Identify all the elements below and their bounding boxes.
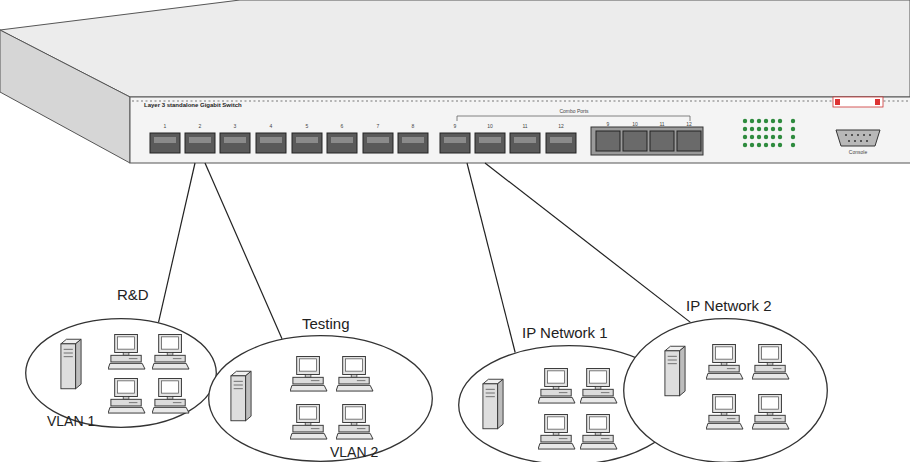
switch-top <box>0 0 910 97</box>
network-cable <box>467 163 515 353</box>
ellipse-shape <box>209 336 433 462</box>
port-number: 6 <box>341 124 344 129</box>
port-number: 11 <box>659 122 664 127</box>
switch-side <box>0 30 130 163</box>
combo-bracket <box>457 116 690 121</box>
network-cable <box>205 163 282 339</box>
testing-computers <box>231 356 373 439</box>
port-number: 9 <box>607 122 610 127</box>
network-cable <box>485 163 690 322</box>
sfp-ports <box>150 133 576 153</box>
ellipse-outline <box>208 335 433 462</box>
vent-slots <box>132 100 910 101</box>
switch-chassis: Layer 3 standalone Gigabit Switch <box>130 97 910 163</box>
port-number: 9 <box>454 124 457 129</box>
port-label: Console <box>849 150 867 155</box>
port-number: 10 <box>632 122 638 127</box>
switch-front <box>130 97 910 163</box>
port-number: 10 <box>487 124 493 129</box>
port-number: 8 <box>412 124 415 129</box>
ellipse-shape <box>26 319 217 428</box>
network-group: TestingVLAN 2 <box>208 335 433 462</box>
sfp-port-inner <box>154 137 572 143</box>
port-group-label: Combo Ports <box>559 109 588 114</box>
rd-computers <box>61 334 189 413</box>
ellipse-outline <box>25 318 217 428</box>
vlan-name: VLAN 2 <box>330 445 378 460</box>
console-port <box>836 130 880 146</box>
group-name: IP Network 2 <box>686 298 772 315</box>
ipnet1-computers <box>483 368 617 449</box>
rj45-ports <box>596 131 701 151</box>
status-leds <box>743 119 795 147</box>
network-cable <box>159 163 195 322</box>
port-number: 1 <box>164 124 167 129</box>
vlan-name: VLAN 1 <box>47 414 95 429</box>
port-number: 3 <box>234 124 237 129</box>
group-name: IP Network 1 <box>522 325 608 342</box>
group-name: Testing <box>302 316 350 333</box>
rj45-block <box>591 127 703 155</box>
switch-model-name: Layer 3 standalone Gigabit Switch <box>144 102 242 109</box>
port-number: 7 <box>377 124 380 129</box>
port-number: 12 <box>686 122 692 127</box>
group-name: R&D <box>117 287 149 304</box>
port-number: 5 <box>306 124 309 129</box>
port-number: 2 <box>199 124 202 129</box>
badge-strip <box>833 97 883 107</box>
port-number: 11 <box>522 124 527 129</box>
ipnet2-computers <box>665 344 789 429</box>
network-group: IP Network 2 <box>623 318 828 462</box>
port-number: 4 <box>270 124 273 129</box>
ellipse-outline <box>623 318 828 462</box>
console-pins <box>845 134 871 142</box>
network-group: R&DVLAN 1 <box>25 318 217 428</box>
ellipse-shape <box>624 319 828 462</box>
port-number: 12 <box>558 124 564 129</box>
